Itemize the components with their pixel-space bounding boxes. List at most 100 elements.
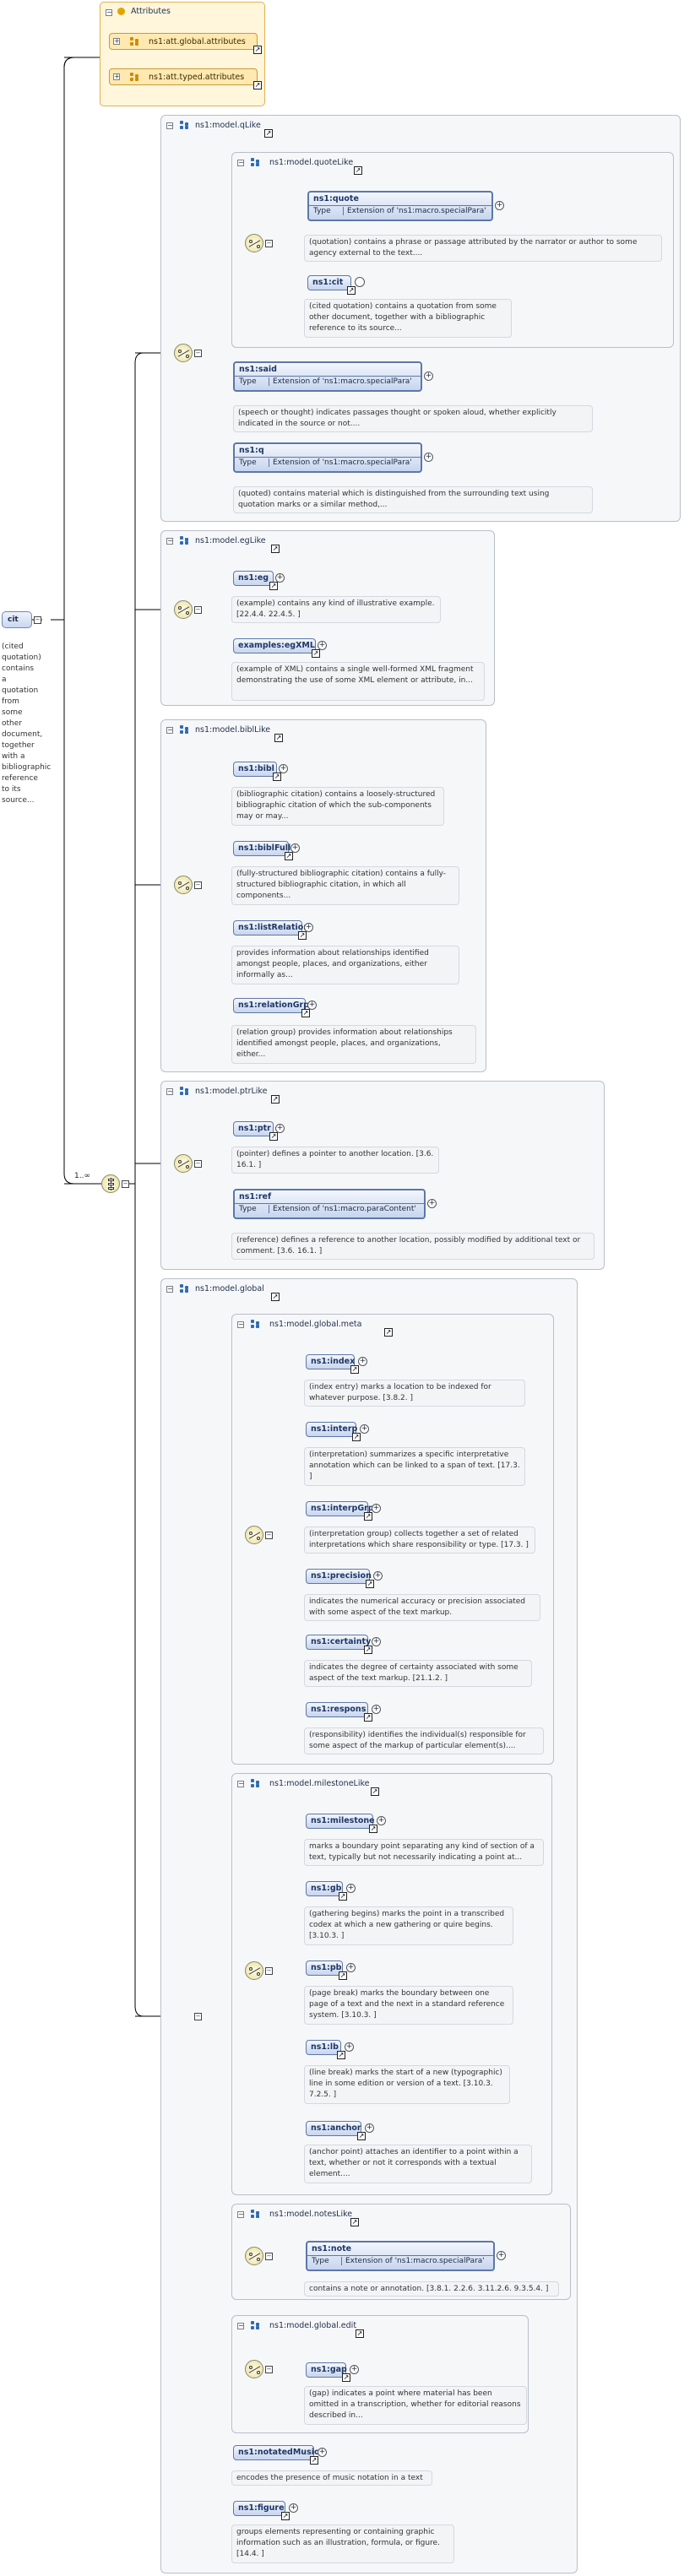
reference-arrow-icon[interactable]: ↗ bbox=[285, 852, 293, 860]
element-ns1-said[interactable]: ns1:said Type Extension of 'ns1:macro.sp… bbox=[233, 361, 422, 392]
reference-arrow-icon[interactable]: ↗ bbox=[371, 1787, 379, 1796]
reference-arrow-icon[interactable]: ↗ bbox=[352, 1433, 361, 1441]
expand-plus-icon[interactable]: + bbox=[427, 1199, 437, 1208]
element-ns1-notatedmusic[interactable]: ns1:notatedMusic ↗ bbox=[233, 2445, 319, 2465]
element-ns1-gap[interactable]: ns1:gap ↗ bbox=[306, 2362, 350, 2382]
expand-plus-icon[interactable]: + bbox=[424, 371, 433, 381]
choice-collapse-toggle[interactable]: − bbox=[265, 1532, 273, 1539]
reference-arrow-icon[interactable]: ↗ bbox=[269, 1132, 278, 1141]
expand-plus-icon[interactable]: + bbox=[279, 764, 288, 773]
choice-collapse-toggle[interactable]: − bbox=[194, 881, 202, 889]
element-ns1-relationgrp[interactable]: ns1:relationGrp ↗ bbox=[233, 998, 310, 1017]
reference-arrow-icon[interactable]: ↗ bbox=[274, 734, 283, 742]
element-ns1-index[interactable]: ns1:index ↗ bbox=[306, 1354, 359, 1374]
reference-arrow-icon[interactable]: ↗ bbox=[364, 1512, 372, 1521]
expand-plus-icon[interactable]: + bbox=[377, 1816, 386, 1825]
expand-plus-icon[interactable]: + bbox=[358, 1357, 367, 1366]
reference-arrow-icon[interactable]: ↗ bbox=[301, 1009, 310, 1017]
reference-arrow-icon[interactable]: ↗ bbox=[312, 649, 320, 658]
reference-arrow-icon[interactable]: ↗ bbox=[354, 166, 362, 175]
choice-collapse-toggle[interactable]: − bbox=[194, 606, 202, 614]
expand-plus-icon[interactable]: + bbox=[350, 2365, 359, 2374]
reference-arrow-icon[interactable]: ↗ bbox=[298, 931, 307, 940]
expand-plus-icon[interactable]: + bbox=[346, 1963, 356, 1972]
element-ns1-biblfull[interactable]: ns1:biblFull ↗ bbox=[233, 841, 293, 860]
element-ns1-respons[interactable]: ns1:respons ↗ bbox=[306, 1702, 372, 1722]
element-ns1-interpgrp[interactable]: ns1:interpGrp ↗ bbox=[306, 1501, 374, 1521]
reference-arrow-icon[interactable]: ↗ bbox=[271, 545, 280, 553]
group-collapse-toggle[interactable]: − bbox=[166, 726, 173, 734]
element-ns1-quote[interactable]: ns1:quote Type Extension of 'ns1:macro.s… bbox=[307, 191, 493, 221]
attributes-collapse-toggle[interactable]: − bbox=[106, 8, 112, 16]
reference-arrow-icon[interactable]: ↗ bbox=[339, 1971, 347, 1980]
reference-arrow-icon[interactable]: ↗ bbox=[366, 1580, 374, 1588]
element-ns1-anchor[interactable]: ns1:anchor ↗ bbox=[306, 2121, 366, 2140]
expand-plus-icon[interactable]: + bbox=[307, 1001, 317, 1010]
expand-plus-icon[interactable]: + bbox=[275, 1124, 285, 1133]
sequence-collapse-toggle[interactable]: − bbox=[122, 1180, 129, 1188]
element-ns1-listrelation[interactable]: ns1:listRelation ↗ bbox=[233, 920, 309, 940]
reference-arrow-icon[interactable]: ↗ bbox=[253, 81, 262, 89]
expand-plus-icon[interactable]: + bbox=[345, 2042, 354, 2052]
reference-arrow-icon[interactable]: ↗ bbox=[253, 46, 262, 54]
choice-collapse-toggle[interactable]: − bbox=[194, 2013, 202, 2020]
element-ns1-certainty[interactable]: ns1:certainty ↗ bbox=[306, 1635, 372, 1654]
group-collapse-toggle[interactable]: − bbox=[237, 1321, 244, 1328]
element-ns1-ref[interactable]: ns1:ref Type Extension of 'ns1:macro.par… bbox=[233, 1189, 426, 1219]
root-collapse-toggle[interactable]: − bbox=[34, 616, 41, 624]
reference-arrow-icon[interactable]: ↗ bbox=[269, 582, 278, 590]
choice-collapse-toggle[interactable]: − bbox=[265, 240, 273, 247]
expand-plus-icon[interactable]: + bbox=[372, 1504, 381, 1513]
choice-collapse-toggle[interactable]: − bbox=[265, 2253, 273, 2260]
attribute-expand-toggle[interactable]: + bbox=[113, 37, 120, 45]
expand-plus-icon[interactable]: + bbox=[372, 1705, 381, 1714]
reference-arrow-icon[interactable]: ↗ bbox=[310, 2456, 318, 2465]
expand-plus-icon[interactable]: + bbox=[497, 2251, 506, 2260]
expand-plus-icon[interactable]: + bbox=[365, 2123, 374, 2133]
reference-arrow-icon[interactable]: ↗ bbox=[364, 1713, 372, 1722]
reference-arrow-icon[interactable]: ↗ bbox=[273, 773, 281, 781]
element-ns1-milestone[interactable]: ns1:milestone ↗ bbox=[306, 1814, 377, 1833]
expand-plus-icon[interactable]: + bbox=[289, 2503, 298, 2513]
element-ns1-bibl[interactable]: ns1:bibl ↗ bbox=[233, 762, 281, 781]
element-ns1-eg[interactable]: ns1:eg ↗ bbox=[233, 571, 278, 590]
expand-plus-icon[interactable]: + bbox=[424, 453, 433, 462]
element-ns1-ptr[interactable]: ns1:ptr ↗ bbox=[233, 1121, 278, 1141]
group-collapse-toggle[interactable]: − bbox=[166, 1087, 173, 1095]
reference-arrow-icon[interactable]: ↗ bbox=[339, 1892, 347, 1901]
choice-collapse-toggle[interactable]: − bbox=[194, 350, 202, 357]
reference-arrow-icon[interactable]: ↗ bbox=[356, 2329, 364, 2338]
reference-arrow-icon[interactable]: ↗ bbox=[384, 1328, 393, 1337]
expand-plus-icon[interactable]: + bbox=[318, 2448, 327, 2457]
reference-arrow-icon[interactable]: ↗ bbox=[281, 2512, 290, 2520]
element-ns1-figure[interactable]: ns1:figure ↗ bbox=[233, 2501, 290, 2520]
reference-arrow-icon[interactable]: ↗ bbox=[264, 129, 273, 138]
attribute-group-typed[interactable]: + ns1:att.typed.attributes ↗ bbox=[109, 68, 262, 89]
expand-plus-icon[interactable]: + bbox=[346, 1884, 356, 1893]
reference-arrow-icon[interactable]: ↗ bbox=[347, 286, 356, 295]
element-ns1-q[interactable]: ns1:q Type Extension of 'ns1:macro.speci… bbox=[233, 442, 422, 473]
expand-plus-icon[interactable]: + bbox=[373, 1571, 383, 1581]
reference-arrow-icon[interactable]: ↗ bbox=[350, 2218, 359, 2226]
choice-collapse-toggle[interactable]: − bbox=[194, 1160, 202, 1168]
element-ns1-interp[interactable]: ns1:interp ↗ bbox=[306, 1422, 361, 1441]
choice-collapse-toggle[interactable]: − bbox=[265, 2366, 273, 2373]
element-ns1-precision[interactable]: ns1:precision ↗ bbox=[306, 1569, 374, 1588]
recursion-arrow-icon[interactable] bbox=[355, 277, 365, 287]
attribute-group-global[interactable]: + ns1:att.global.attributes ↗ bbox=[109, 33, 262, 54]
expand-plus-icon[interactable]: + bbox=[372, 1637, 381, 1646]
reference-arrow-icon[interactable]: ↗ bbox=[369, 1825, 377, 1833]
reference-arrow-icon[interactable]: ↗ bbox=[364, 1646, 372, 1654]
group-collapse-toggle[interactable]: − bbox=[237, 2322, 244, 2329]
group-collapse-toggle[interactable]: − bbox=[237, 1780, 244, 1787]
element-ns1-gb[interactable]: ns1:gb ↗ bbox=[306, 1881, 347, 1901]
expand-plus-icon[interactable]: + bbox=[360, 1424, 369, 1434]
group-collapse-toggle[interactable]: − bbox=[166, 537, 173, 545]
element-ns1-lb[interactable]: ns1:lb ↗ bbox=[306, 2040, 345, 2059]
expand-plus-icon[interactable]: + bbox=[290, 843, 300, 853]
group-collapse-toggle[interactable]: − bbox=[166, 1285, 173, 1293]
element-ns1-cit[interactable]: ns1:cit ↗ bbox=[307, 275, 356, 295]
reference-arrow-icon[interactable]: ↗ bbox=[271, 1095, 280, 1104]
element-ns1-note[interactable]: ns1:note Type Extension of 'ns1:macro.sp… bbox=[306, 2241, 495, 2271]
reference-arrow-icon[interactable]: ↗ bbox=[357, 2132, 366, 2140]
